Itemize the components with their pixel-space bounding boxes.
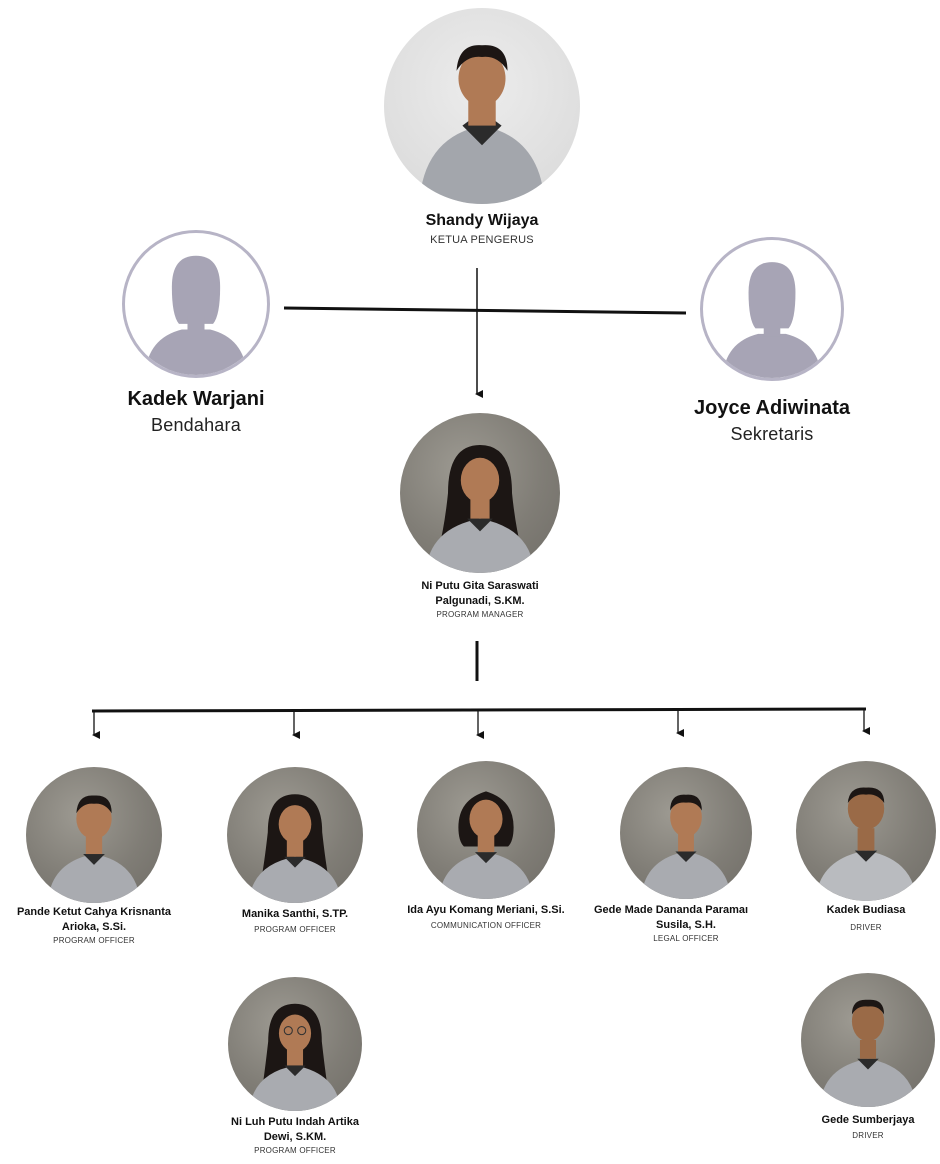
person-photo-icon [248,794,342,903]
manager-role: PROGRAM MANAGER [436,610,524,619]
chair-photo [384,8,580,204]
staff-6-name-line1: Ni Luh Putu Indah Artika [231,1116,359,1128]
person-photo-icon [439,791,533,899]
staff-7-photo [801,973,935,1107]
node-staff-5: Kadek Budiasa DRIVER [776,761,940,934]
node-treasurer: Kadek Warjani Bendahara [96,230,296,438]
staff-1-name-line1: Pande Ketut Cahya Krisnanta [16,906,172,918]
treasurer-role: Bendahara [151,415,241,435]
treasurer-secretary-line [283,306,687,315]
staff-3-name-line1: Ida Ayu Komang Meriani, S.Si. [407,904,565,916]
manager-name-line1: Ni Putu Gita Saraswati [421,580,539,592]
secretary-role: Sekretaris [730,424,814,444]
staff-4-role: LEGAL OFFICER [653,934,719,943]
person-silhouette-icon [144,255,248,375]
staff-2-photo [227,767,363,903]
staff-6-name-line2: Dewi, S.KM. [263,1131,327,1143]
staff-3-role: COMMUNICATION OFFICER [430,921,542,930]
staff-1-photo [26,767,162,903]
person-photo-icon [641,794,731,899]
treasurer-name: Kadek Warjani [127,388,265,410]
staff-2-name-line1: Manika Santhi, S.TP. [241,908,349,920]
staff-1-name-line2: Arioka, S.Si. [61,921,127,933]
person-photo-icon [425,445,535,573]
staff-6-role: PROGRAM OFFICER [254,1146,336,1155]
person-silhouette-icon [722,262,822,378]
staff-2-role: PROGRAM OFFICER [254,925,336,934]
staff-4-name-line1: Gede Made Dananda Paramaı [594,904,749,916]
person-photo-icon [819,999,917,1107]
node-staff-7: Gede Sumberjaya DRIVER [796,973,940,1142]
person-photo-icon [47,795,141,903]
secretary-photo [700,237,844,381]
staff-7-name-line1: Gede Sumberjaya [821,1114,915,1126]
staff-6-photo [228,977,362,1111]
staff-7-role: DRIVER [852,1131,884,1140]
chair-role: KETUA PENGERUS [430,234,534,246]
chair-name: Shandy Wijaya [425,212,539,229]
staff-4-photo [620,767,752,899]
node-staff-3: Ida Ayu Komang Meriani, S.Si. COMMUNICAT… [386,761,586,932]
node-staff-4: Gede Made Dananda Paramaı Susila, S.H. L… [586,767,786,945]
manager-photo [400,413,560,573]
manager-name-line2: Palgunadi, S.KM. [435,595,525,607]
node-staff-6: Ni Luh Putu Indah Artika Dewi, S.KM. PRO… [200,977,390,1157]
treasurer-photo [122,230,270,378]
staff-4-name-line2: Susila, S.H. [656,919,716,931]
node-chair: Shandy Wijaya KETUA PENGERUS [382,8,582,248]
staff-5-photo [796,761,936,901]
staff-bus-line [91,707,867,713]
secretary-name: Joyce Adiwinata [694,397,850,419]
person-photo-icon [815,787,917,901]
node-staff-2: Manika Santhi, S.TP. PROGRAM OFFICER [200,767,390,936]
staff-5-name-line1: Kadek Budiasa [826,904,906,916]
person-photo-icon [249,1003,341,1111]
staff-5-role: DRIVER [850,923,882,932]
staff-3-photo [417,761,555,899]
node-staff-1: Pande Ketut Cahya Krisnanta Arioka, S.Si… [0,767,188,947]
staff-1-role: PROGRAM OFFICER [53,936,135,945]
node-manager: Ni Putu Gita Saraswati Palgunadi, S.KM. … [380,413,580,621]
node-secretary: Joyce Adiwinata Sekretaris [672,237,872,447]
person-photo-icon [419,45,545,204]
